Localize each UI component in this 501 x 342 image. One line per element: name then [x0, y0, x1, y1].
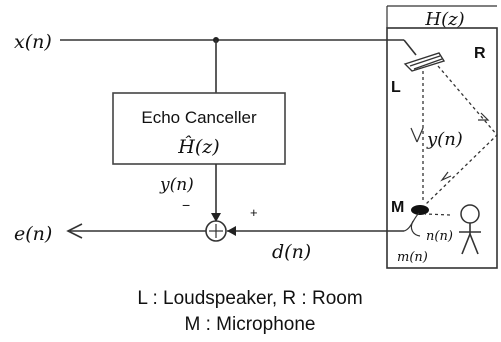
signal-d-label: d(n)	[272, 241, 311, 263]
legend-line-2: M : Microphone	[185, 314, 316, 335]
room-transfer-label: H(z)	[424, 9, 464, 30]
reflection-arrow-icon	[478, 112, 490, 121]
arrow-down-icon	[211, 213, 221, 222]
room-box	[386, 27, 498, 269]
signal-x-label: x(n)	[14, 31, 52, 53]
loudspeaker-icon	[403, 39, 446, 72]
noise-label: n(n)	[426, 229, 453, 244]
person-icon	[459, 204, 481, 255]
arrow-left-icon	[227, 226, 236, 236]
room-echo-label: y(n)	[426, 129, 463, 150]
echo-canceller-transfer: Ĥ(z)	[177, 135, 219, 158]
mic-noise-label: m(n)	[397, 250, 428, 265]
reflection-arrow-icon-2	[440, 171, 452, 182]
microphone-icon	[403, 205, 429, 237]
room-label: R	[474, 45, 486, 62]
canceller-output-label: y(n)	[159, 175, 194, 195]
output-arrow-icon	[66, 223, 83, 239]
signal-e-label: e(n)	[14, 223, 52, 245]
legend-line-1: L : Loudspeaker, R : Room	[137, 288, 362, 309]
plus-sign: +	[250, 205, 258, 220]
echo-canceller-title: Echo Canceller	[141, 108, 257, 127]
minus-sign: −	[182, 197, 190, 213]
reflected-path	[424, 65, 498, 206]
loudspeaker-label: L	[391, 79, 401, 96]
echo-canceller-block	[112, 92, 286, 165]
microphone-label: M	[391, 199, 404, 216]
